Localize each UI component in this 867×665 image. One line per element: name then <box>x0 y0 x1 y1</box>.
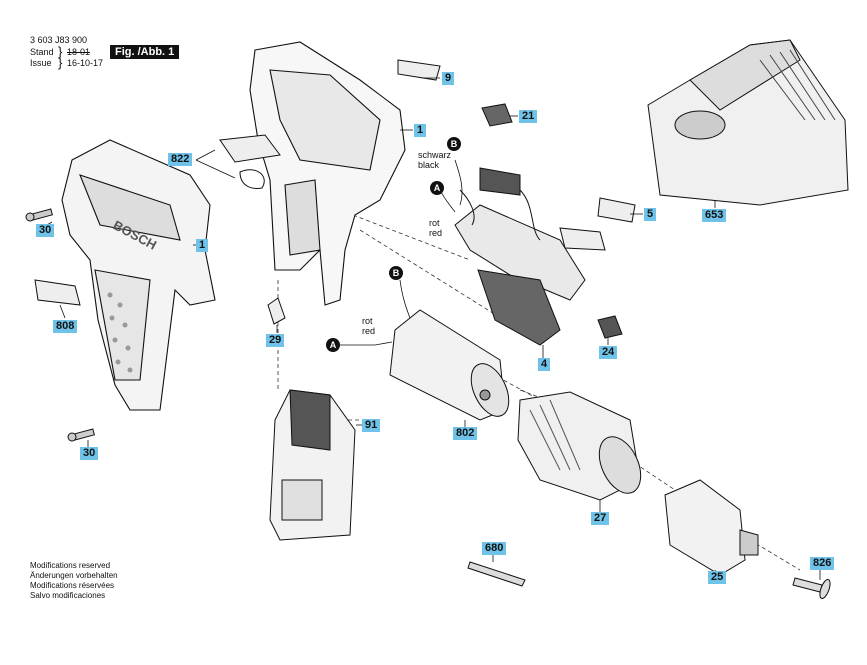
part-680-bit <box>467 561 526 587</box>
issue-label: Issue <box>30 58 52 68</box>
connector-marker-a-lower: A <box>326 338 340 352</box>
stand-value: 18-01 <box>67 47 91 57</box>
part-29-clip <box>267 297 286 325</box>
part-tag-29: 29 <box>266 334 285 347</box>
part-tag-822: 822 <box>168 153 193 166</box>
part-tag-653: 653 <box>702 209 727 222</box>
part-27-gearbox <box>517 391 642 501</box>
modifications-line-fr: Modifications réservées <box>30 581 115 590</box>
part-808-label-plate <box>34 279 81 306</box>
part-tag-91: 91 <box>362 419 381 432</box>
part-tag-27: 27 <box>591 512 610 525</box>
part-tag-1-left: 1 <box>196 239 209 252</box>
part-tag-826: 826 <box>810 557 835 570</box>
wire-label-red-lower: red <box>362 326 376 336</box>
part-4-electronics <box>454 167 586 346</box>
part-tag-24: 24 <box>599 346 618 359</box>
issue-brace: } <box>58 55 63 70</box>
wire-label-schwarz: schwarz <box>418 150 452 160</box>
modifications-line-en: Modifications reserved <box>30 561 111 570</box>
stand-brace: } <box>58 44 63 59</box>
part-tag-4: 4 <box>538 358 551 371</box>
part-25-chuck <box>664 479 759 576</box>
part-802-motor <box>389 309 510 421</box>
part-tag-21: 21 <box>519 110 538 123</box>
part-822-switch <box>219 134 281 189</box>
part-tag-808: 808 <box>53 320 78 333</box>
connector-marker-a-upper: A <box>430 181 444 195</box>
part-tag-25: 25 <box>708 571 727 584</box>
wire-label-black: black <box>418 160 440 170</box>
part-tag-680: 680 <box>482 542 507 555</box>
wire-label-rot-lower: rot <box>362 316 373 326</box>
modifications-line-de: Änderungen vorbehalten <box>30 571 118 580</box>
part-tag-30-upper: 30 <box>36 224 55 237</box>
part-21-button <box>481 103 513 127</box>
part-tag-802: 802 <box>453 427 478 440</box>
stand-label: Stand <box>30 47 54 57</box>
connector-marker-b-upper: B <box>447 137 461 151</box>
figure-label: Fig. /Abb. 1 <box>110 45 180 59</box>
part-9-insert <box>397 59 441 81</box>
screw-30-upper <box>25 208 53 222</box>
modifications-line-es: Salvo modificaciones <box>30 591 106 600</box>
connector-marker-b-lower: B <box>389 266 403 280</box>
housing-right <box>249 41 406 306</box>
part-tag-1-right: 1 <box>414 124 427 137</box>
wire-label-rot-upper: rot <box>429 218 440 228</box>
screw-30-lower <box>67 428 95 442</box>
part-tag-9: 9 <box>442 72 455 85</box>
part-91-battery <box>269 389 356 541</box>
part-5-direction-switch <box>559 197 636 251</box>
wire-label-red-upper: red <box>429 228 443 238</box>
part-tag-5: 5 <box>644 208 657 221</box>
housing-left: BOSCH <box>61 139 216 411</box>
modifications-notice: Modifications reserved Änderungen vorbeh… <box>30 561 118 601</box>
part-tag-30-lower: 30 <box>80 447 99 460</box>
part-826-screw <box>792 577 831 599</box>
part-24-light <box>597 315 623 339</box>
doc-number: 3 603 J83 900 <box>30 35 88 45</box>
part-653-charger <box>647 39 849 206</box>
issue-value: 16-10-17 <box>67 58 104 68</box>
